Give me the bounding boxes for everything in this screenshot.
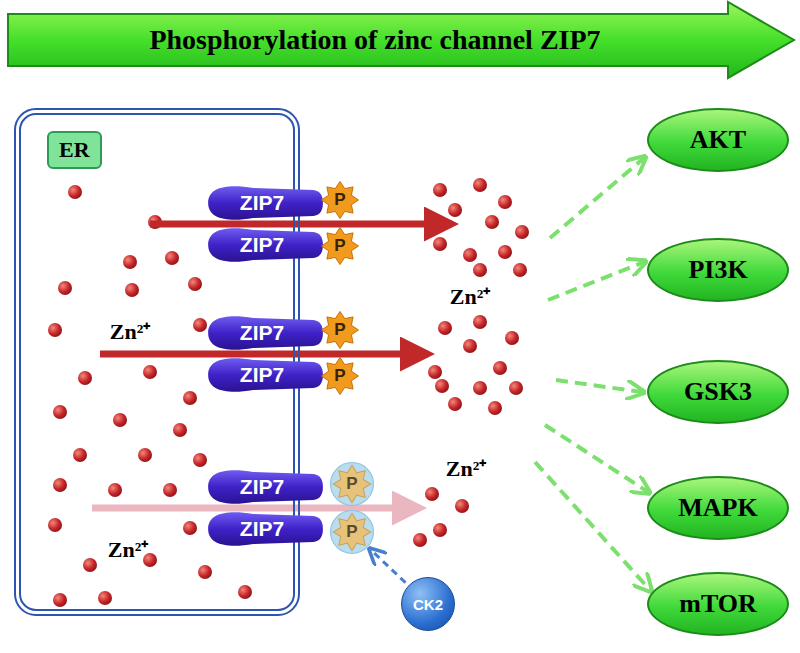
node-label: P <box>334 320 345 340</box>
node-label: ZIP7 <box>240 475 284 499</box>
node-label: ZIP7 <box>240 321 284 345</box>
zip7-channel: ZIP7 <box>206 183 324 223</box>
zinc-flow-arrow <box>92 505 420 512</box>
node-label: ZIP7 <box>240 191 284 215</box>
node-label: CK2 <box>413 596 443 613</box>
kinase-circle: CK2 <box>401 577 455 631</box>
node-label: P <box>346 474 357 494</box>
phosphate-star: P <box>321 181 359 219</box>
node-label: MAPK <box>678 493 757 523</box>
node-label: ZIP7 <box>240 233 284 257</box>
node-label: P <box>334 366 345 386</box>
title-text: Phosphorylation of zinc channel ZIP7 <box>149 24 600 56</box>
zip7-channel: ZIP7 <box>206 355 324 395</box>
zip7-channel: ZIP7 <box>206 313 324 353</box>
node-label: P <box>334 190 345 210</box>
pathway-oval: MAPK <box>647 476 789 540</box>
phosphate-star: P <box>321 357 359 395</box>
banner-arrow <box>8 2 794 78</box>
node-label: ZIP7 <box>240 363 284 387</box>
node-label: AKT <box>690 125 746 155</box>
phosphate-star: P <box>321 311 359 349</box>
node-label: P <box>334 236 345 256</box>
pathway-oval: GSK3 <box>647 360 789 424</box>
ion-label: Zn²⁺ <box>108 533 149 563</box>
node-label: ZIP7 <box>240 517 284 541</box>
node-label: P <box>346 522 357 542</box>
node-label: PI3K <box>688 255 747 285</box>
ion-label: Zn²⁺ <box>450 280 491 310</box>
zip7-channel: ZIP7 <box>206 509 324 549</box>
zinc-ions <box>48 178 529 607</box>
phosphate-star: P <box>321 227 359 265</box>
signal-arrows <box>535 158 650 590</box>
activation-arrow <box>371 550 406 583</box>
region-label: ER <box>47 131 102 169</box>
pathway-oval: mTOR <box>647 572 789 636</box>
zinc-flow-arrow <box>150 221 452 228</box>
pathway-oval: AKT <box>647 108 789 172</box>
node-label: GSK3 <box>684 377 752 407</box>
phosphate-star-faded: P <box>330 510 374 554</box>
zinc-flow-arrow <box>100 351 428 358</box>
zip7-channel: ZIP7 <box>206 467 324 507</box>
pathway-oval: PI3K <box>647 238 789 302</box>
ion-label: Zn²⁺ <box>110 315 151 345</box>
zip7-channel: ZIP7 <box>206 225 324 265</box>
ion-label: Zn²⁺ <box>446 452 487 482</box>
phosphate-star-faded: P <box>330 462 374 506</box>
node-label: mTOR <box>679 589 757 619</box>
